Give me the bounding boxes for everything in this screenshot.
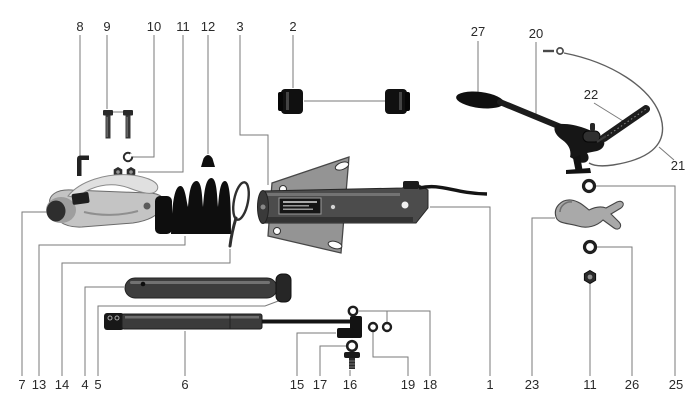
part-elbow-fitting: [337, 316, 362, 338]
part-cam-pawl: [554, 199, 624, 230]
part-nut: [583, 269, 597, 285]
part-outer-tube: [124, 273, 292, 303]
part-cable: [543, 47, 664, 167]
leader-1: [430, 206, 491, 376]
part-coupler-head: [46, 174, 165, 228]
part-shock-absorber: [104, 313, 350, 330]
leader-15: [296, 332, 336, 376]
part-spring: [596, 105, 650, 143]
callout-15: 15: [290, 377, 304, 392]
part-l-bracket: [77, 155, 89, 176]
callout-12: 12: [201, 19, 215, 34]
leader-23: [531, 217, 555, 376]
part-brake-lever: [456, 91, 605, 174]
part-spring-washer: [122, 151, 134, 163]
callout-7: 7: [18, 377, 25, 392]
callout-19: 19: [401, 377, 415, 392]
part-o-ring-lower: [582, 239, 598, 255]
callout-2: 2: [289, 19, 296, 34]
part-bolt: [344, 352, 360, 369]
leader-lines: [21, 35, 676, 376]
callout-8: 8: [76, 19, 83, 34]
leader-14: [61, 249, 231, 376]
part-washer: [345, 339, 359, 353]
part-rubber-bellows: [155, 177, 231, 234]
callout-27: 27: [471, 24, 485, 39]
callout-22: 22: [584, 87, 598, 102]
part-cap: [201, 155, 215, 167]
callout-21: 21: [671, 158, 685, 173]
leader-4: [84, 286, 124, 376]
callout-9: 9: [103, 19, 110, 34]
callout-5: 5: [94, 377, 101, 392]
callout-25: 25: [669, 377, 683, 392]
callout-14: 14: [55, 377, 69, 392]
part-main-frame: [257, 156, 488, 254]
callout-18: 18: [423, 377, 437, 392]
leader-7: [21, 211, 56, 376]
leader-22: [593, 102, 624, 122]
leader-13: [38, 236, 186, 376]
callout-20: 20: [529, 26, 543, 41]
leader-25: [596, 185, 676, 376]
leader-3: [239, 35, 269, 185]
leader-18: [359, 310, 431, 376]
part-bolts: [103, 110, 133, 139]
leader-11-top: [138, 35, 184, 173]
part-cable-tie: [228, 181, 250, 248]
callout-11-top: 11: [176, 19, 190, 34]
leader-21: [658, 146, 675, 161]
callout-labels: 8 9 10 11 12 3 2 27 20 22 21 7 13 14 4 5…: [18, 19, 685, 392]
callout-10: 10: [147, 19, 161, 34]
leader-26: [597, 246, 633, 376]
callout-17: 17: [313, 377, 327, 392]
leader-5: [97, 299, 282, 376]
callout-6: 6: [181, 377, 188, 392]
callout-1: 1: [486, 377, 493, 392]
leader-10: [133, 35, 155, 158]
leader-17: [319, 345, 346, 376]
part-o-ring-upper: [581, 178, 597, 194]
callout-11-bottom: 11: [583, 377, 597, 392]
leader-19: [372, 332, 409, 376]
label-plate: [278, 197, 322, 215]
callout-3: 3: [236, 19, 243, 34]
callout-26: 26: [625, 377, 639, 392]
part-small-rings: [347, 305, 393, 333]
callout-16: 16: [343, 377, 357, 392]
callout-23: 23: [525, 377, 539, 392]
callout-13: 13: [32, 377, 46, 392]
part-rubber-bumpers: [278, 89, 410, 114]
callout-4: 4: [81, 377, 88, 392]
